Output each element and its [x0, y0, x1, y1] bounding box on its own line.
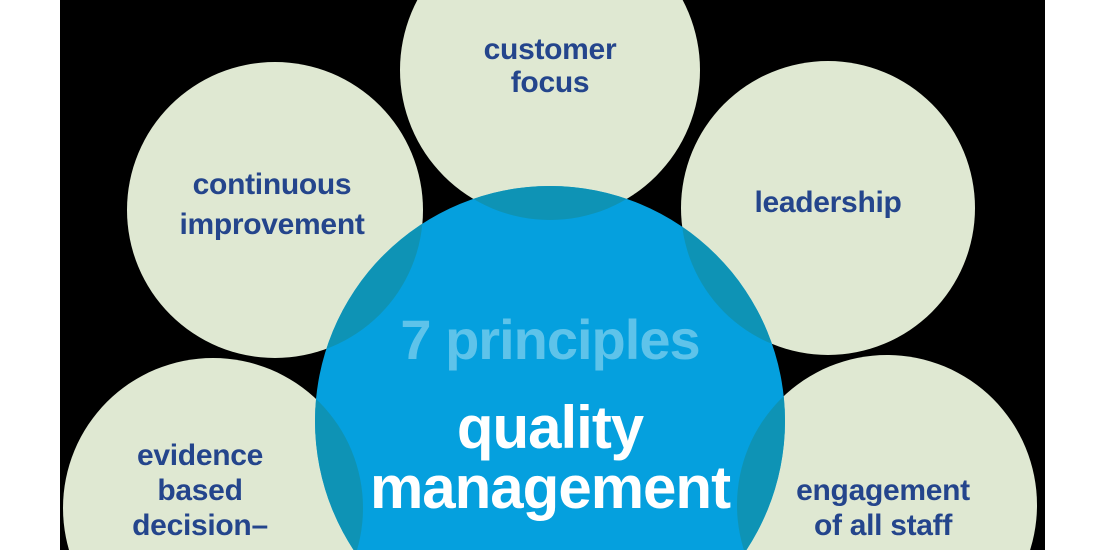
engagement-of-all-staff-circle: [737, 355, 1037, 550]
label-line: engagement: [796, 474, 970, 507]
center-title: quality management: [275, 398, 825, 518]
label-leadership: leadership: [728, 186, 928, 219]
center-title-line: management: [369, 454, 731, 521]
label-evidence-based-decision: evidence based decision–: [100, 438, 300, 543]
evidence-based-decision-circle: [63, 358, 363, 550]
center-title-line: quality: [456, 394, 644, 461]
label-customer-focus: customer focus: [430, 33, 670, 99]
central-blue-circle: [315, 186, 785, 550]
label-line: decision–: [132, 509, 268, 542]
left-white-panel: [0, 0, 60, 550]
label-line: improvement: [179, 208, 365, 241]
label-continuous-improvement: continuous improvement: [122, 165, 422, 245]
center-subtitle: 7 principles: [400, 308, 700, 371]
label-line: of all staff: [813, 509, 953, 542]
right-white-panel: [1045, 0, 1100, 550]
label-line: focus: [510, 66, 590, 99]
leadership-circle: [681, 61, 975, 355]
label-engagement-of-all-staff: engagement of all staff: [763, 473, 1003, 543]
label-line: leadership: [754, 186, 902, 219]
label-line: based: [157, 474, 243, 507]
customer-focus-circle: [400, 0, 700, 220]
continuous-improvement-circle: [127, 62, 423, 358]
label-line: evidence: [136, 439, 263, 472]
label-line: continuous: [192, 168, 352, 201]
label-line: customer: [483, 33, 617, 66]
